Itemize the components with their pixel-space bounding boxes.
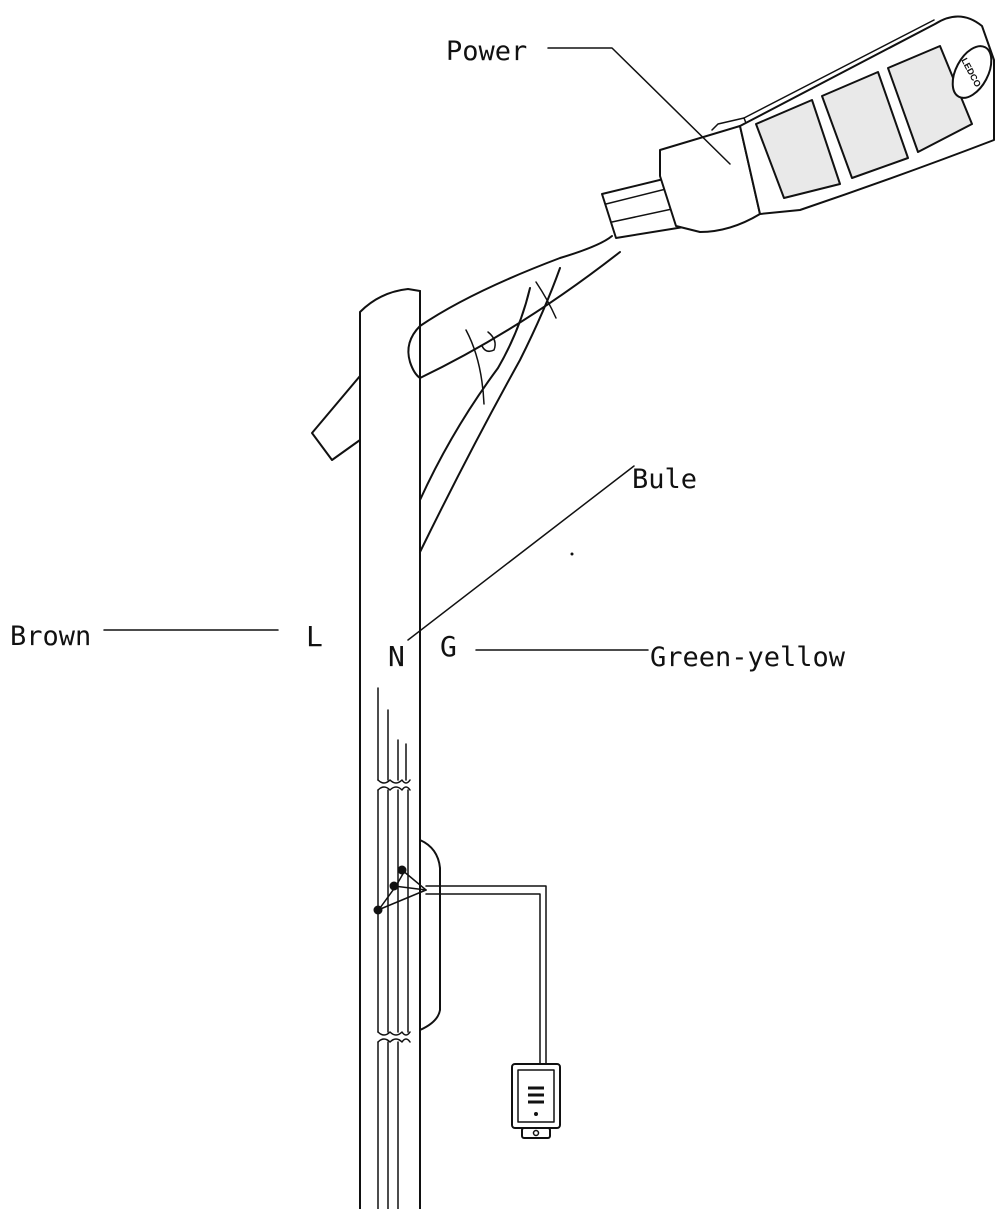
terminal-g-label: G (440, 630, 457, 663)
splice-node-2 (389, 881, 399, 891)
service-door (419, 839, 441, 1031)
arm-rear-stub (311, 375, 361, 461)
light-pole (359, 288, 421, 1209)
fuse-box (511, 1063, 561, 1139)
speck (570, 552, 574, 556)
terminal-n-label: N (388, 640, 405, 673)
label-bule: Bule (407, 464, 697, 641)
label-brown: Brown L (10, 620, 323, 653)
brown-label: Brown (10, 621, 91, 652)
terminal-l-label: L (306, 620, 323, 653)
splice-node-3 (373, 905, 383, 915)
led-panel-1 (755, 99, 841, 199)
wire-splice (373, 865, 547, 1065)
bule-label: Bule (632, 464, 697, 495)
led-panel-3 (887, 45, 973, 153)
label-green-yellow: G Green-yellow (440, 630, 846, 673)
led-panel-2 (821, 71, 909, 179)
internal-cables (377, 687, 411, 1209)
luminaire-head: LEDCO (601, 15, 995, 239)
lamp-arm (407, 235, 621, 553)
label-power: Power (446, 36, 731, 165)
power-label: Power (446, 36, 527, 67)
green-yellow-label: Green-yellow (650, 642, 846, 673)
splice-node-1 (397, 865, 407, 875)
